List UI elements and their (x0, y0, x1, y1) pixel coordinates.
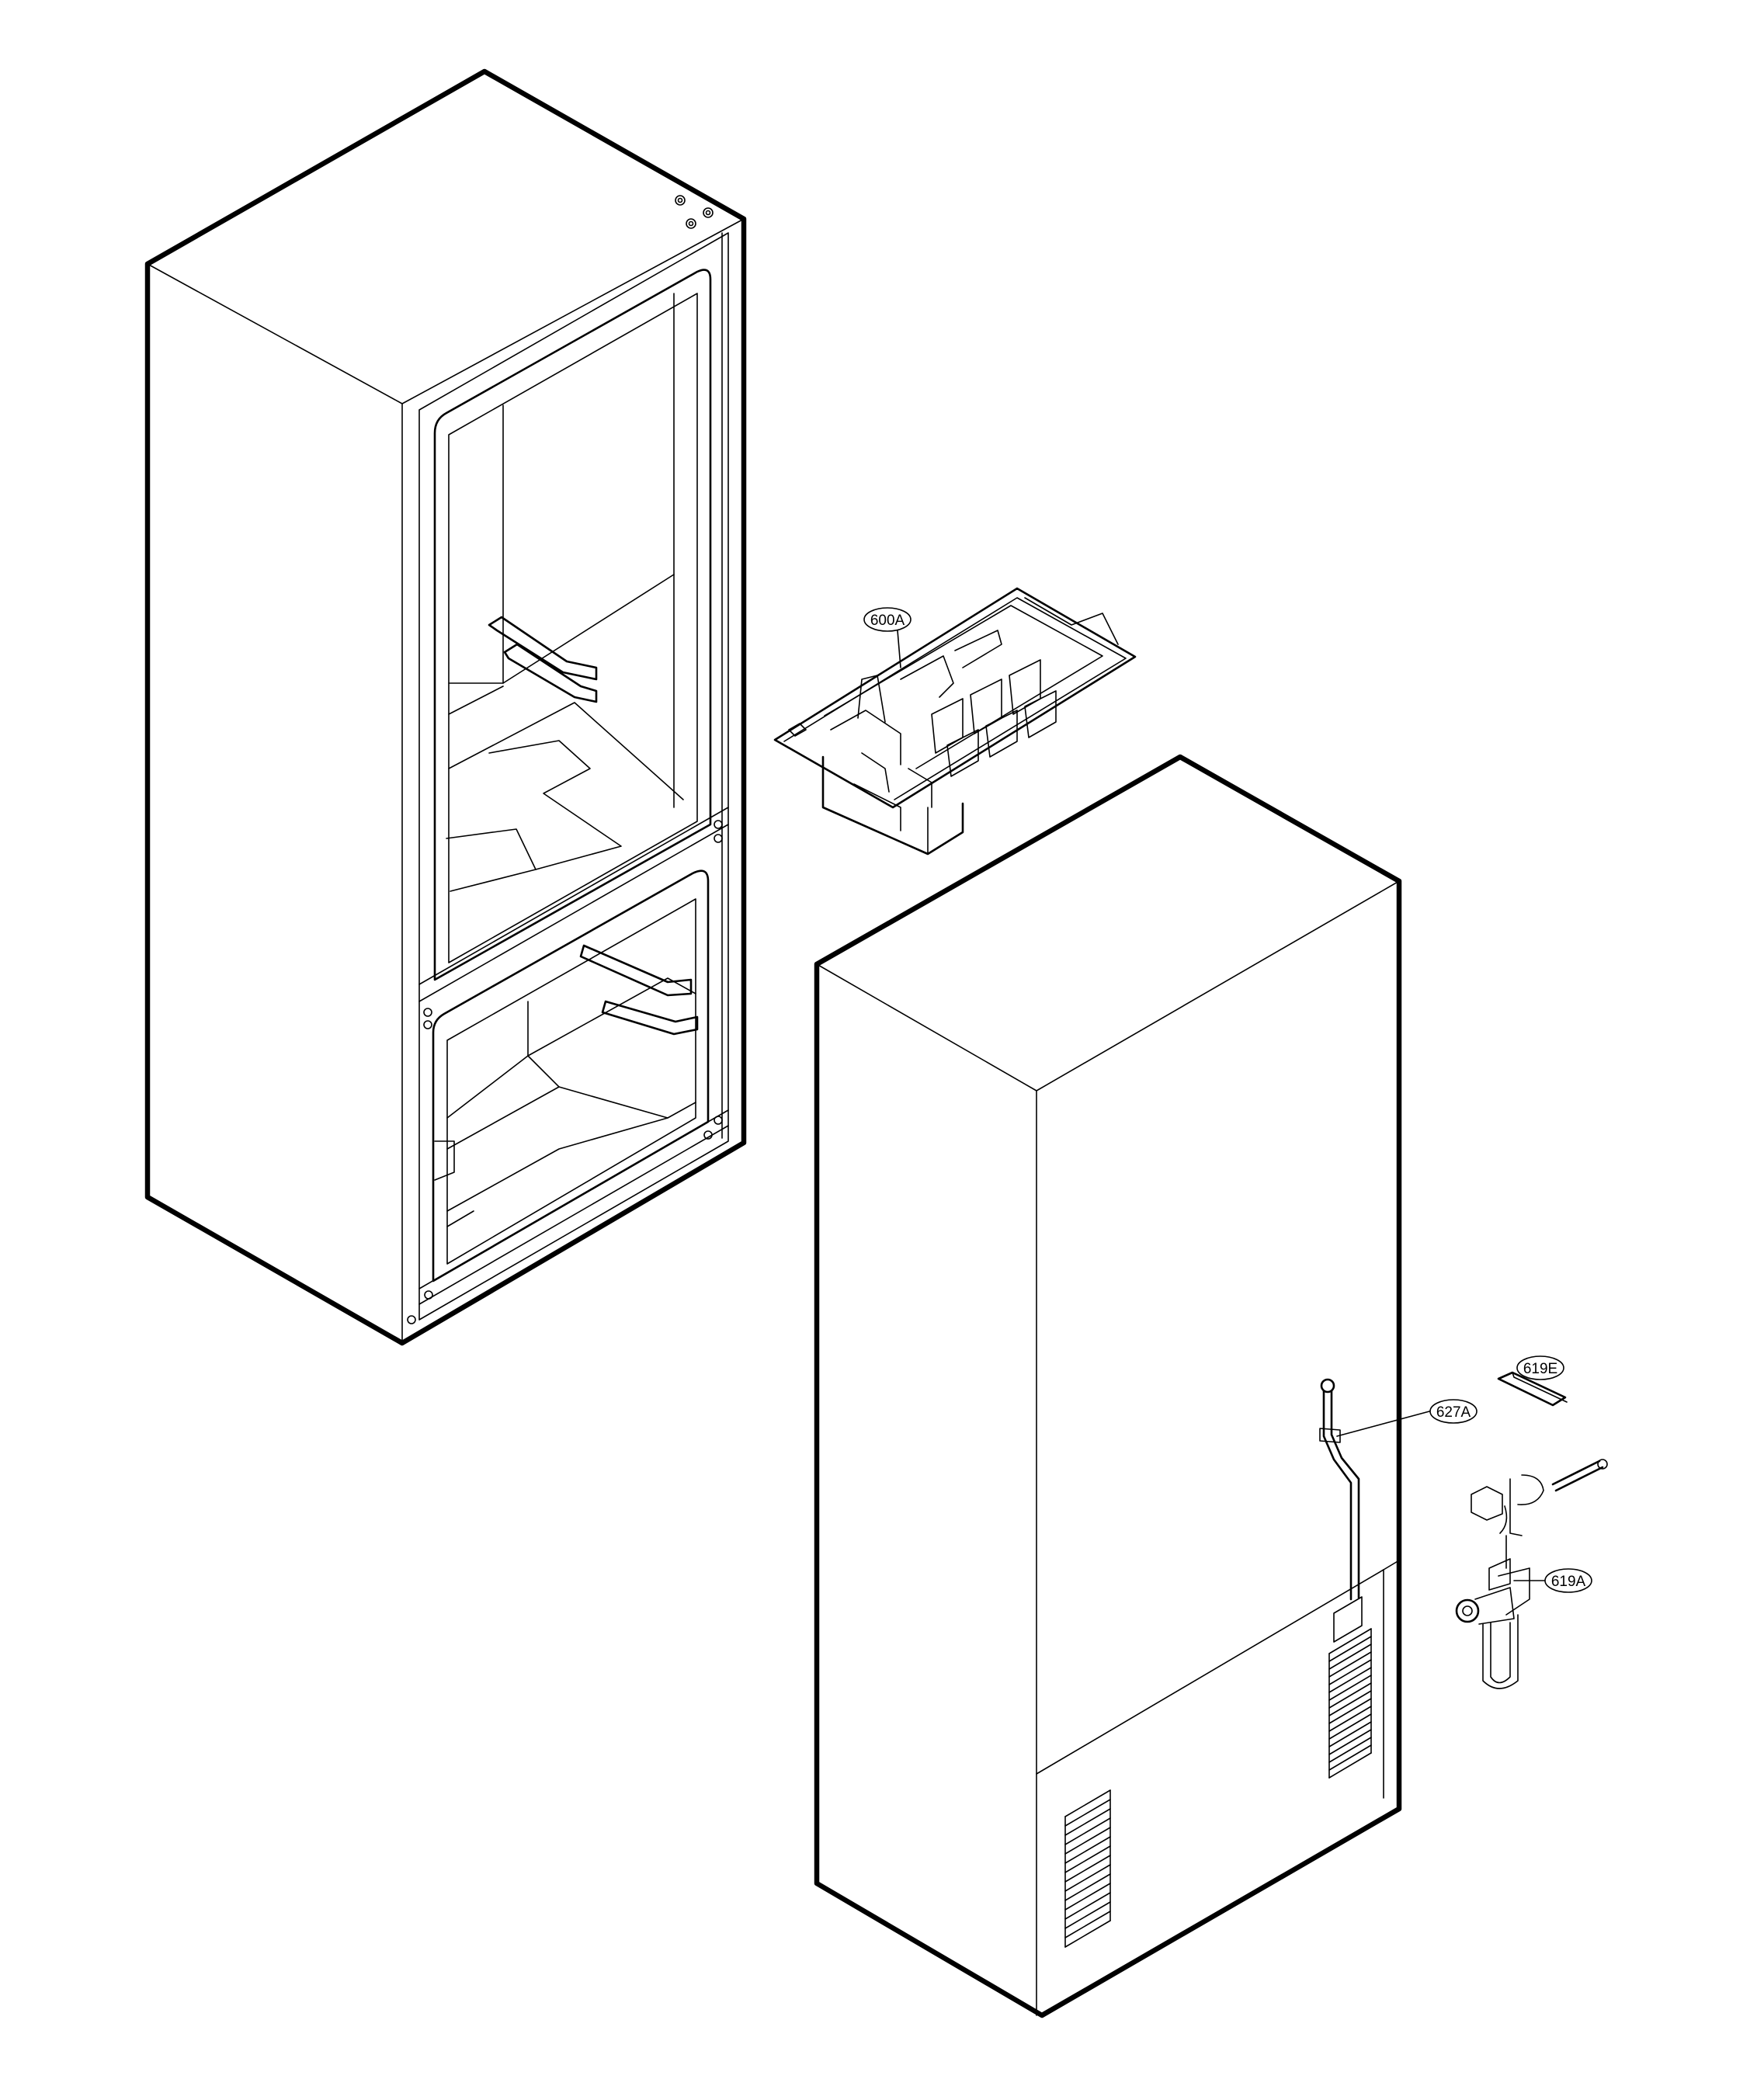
ice-tray-housing-part (773, 587, 1137, 856)
water-pipe-part (1319, 1378, 1360, 1601)
callout-600a: 600A (863, 607, 912, 668)
rear-vent-lower (1064, 1789, 1111, 1948)
tape-strip-part (1497, 1371, 1568, 1407)
water-valve-part (1455, 1459, 1608, 1689)
callout-600a-label: 600A (870, 613, 905, 629)
callout-619e-label: 619E (1523, 1361, 1557, 1377)
callout-619a: 619A (1513, 1568, 1592, 1593)
callout-627a-label: 627A (1436, 1404, 1471, 1421)
callout-619a-label: 619A (1551, 1574, 1586, 1590)
callout-627a: 627A (1336, 1399, 1478, 1437)
cabinet-front-assembly (144, 68, 747, 1346)
rear-vent-upper (1328, 1628, 1372, 1779)
callout-619e: 619E (1516, 1355, 1564, 1380)
cabinet-rear-assembly (814, 754, 1402, 2018)
